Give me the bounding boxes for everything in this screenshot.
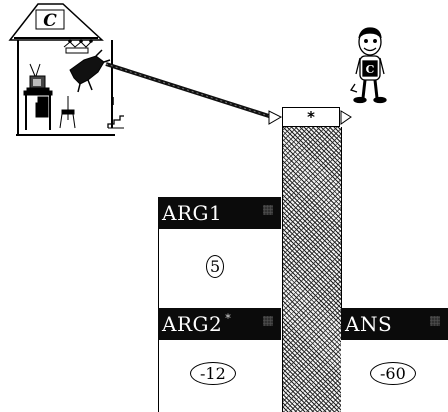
operator-column xyxy=(282,127,342,412)
ans-label: ANS xyxy=(345,312,392,336)
arg2-value[interactable]: -12 xyxy=(190,362,236,385)
lizard-ornament-icon xyxy=(70,50,110,92)
operator-left-port-icon[interactable] xyxy=(269,111,281,124)
arg2-header: ARG2 * xyxy=(158,308,281,340)
tv-icon xyxy=(30,64,45,88)
dresser-icon xyxy=(24,88,52,130)
house-sign-letter: C xyxy=(43,11,57,31)
arg1-header: ARG1 xyxy=(158,197,281,229)
connector-wire xyxy=(106,64,272,117)
crown-icon xyxy=(64,40,92,53)
arg2-mark: * xyxy=(225,312,231,325)
operator-box[interactable]: * xyxy=(282,107,340,127)
house-icon[interactable]: C xyxy=(10,4,124,135)
ans-value[interactable]: -60 xyxy=(370,362,416,385)
arg2-label: ARG2 xyxy=(162,312,222,336)
ans-header: ANS xyxy=(341,308,448,340)
arg1-value[interactable]: 5 xyxy=(206,255,224,278)
arg1-label: ARG1 xyxy=(162,201,222,225)
operator-symbol: * xyxy=(306,108,315,126)
chair-icon xyxy=(60,96,75,128)
person-shirt-letter: C xyxy=(366,63,375,76)
operator-right-port-icon[interactable] xyxy=(341,111,351,124)
house-sign: C xyxy=(36,10,64,31)
person-icon[interactable]: C xyxy=(351,28,386,103)
